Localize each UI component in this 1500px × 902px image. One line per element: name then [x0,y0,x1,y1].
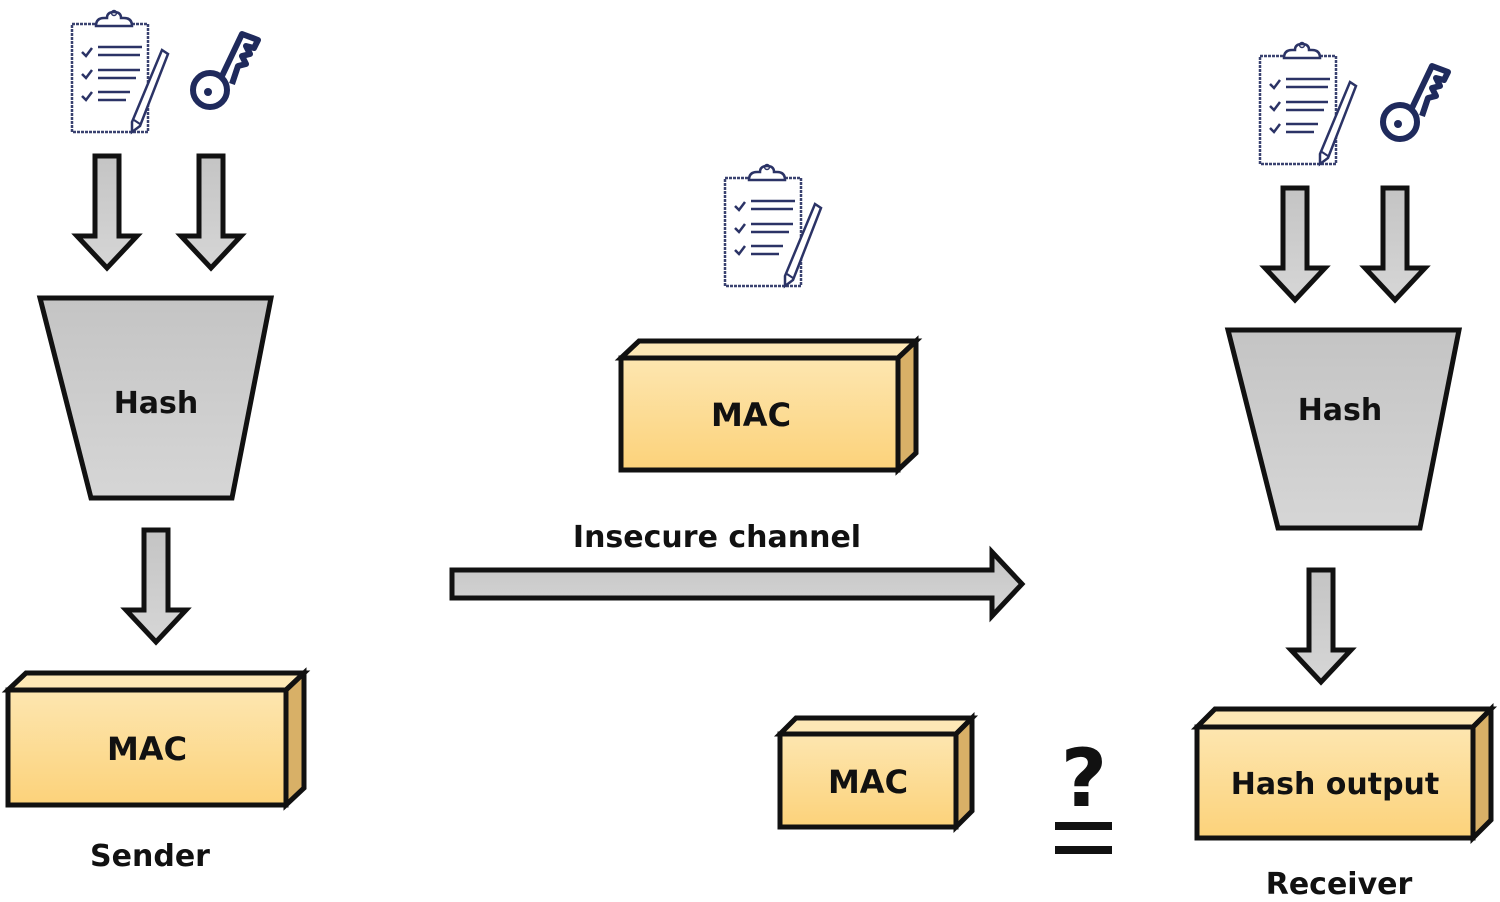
sender-key-icon [193,34,258,107]
sender-message-arrow [77,156,137,268]
received-mac-box: MAC [773,711,979,834]
received-mac-label: MAC [828,763,908,801]
sender-output-arrow [126,530,186,642]
receiver-hash-output-box: Hash output [1190,702,1498,845]
sender-mac-box: MAC [1,667,311,811]
sender-document-icon [70,9,170,134]
equals-bar-top [1055,822,1112,830]
channel-mac-box: MAC [614,335,923,476]
receiver-key-arrow [1365,188,1425,300]
channel-mac-label: MAC [711,396,791,434]
sender-hash-function [36,295,275,501]
insecure-channel-arrow [449,545,1026,623]
sender-hash-label: Hash [114,386,199,421]
sender-mac-label: MAC [107,730,187,768]
receiver-document-icon [1258,41,1358,166]
comparison-symbol: ? [1055,732,1112,854]
sender-group: Hash MAC Sender [1,9,311,874]
receiver-label: Receiver [1266,867,1413,902]
sender-label: Sender [90,839,210,874]
receiver-hash-label: Hash [1298,393,1383,428]
channel-group: MAC Insecure channel [449,163,1026,623]
receiver-group: Hash Hash output Receiver MAC ? [773,41,1498,902]
receiver-message-arrow [1265,188,1325,300]
equals-bar-bottom [1055,846,1112,854]
receiver-output-arrow [1291,570,1351,682]
receiver-key-icon [1383,66,1448,139]
receiver-hash-output-label: Hash output [1231,767,1440,802]
channel-document-icon [723,163,823,288]
question-mark: ? [1061,732,1107,825]
channel-label: Insecure channel [573,520,861,555]
sender-key-arrow [181,156,241,268]
receiver-hash-function [1224,327,1463,531]
